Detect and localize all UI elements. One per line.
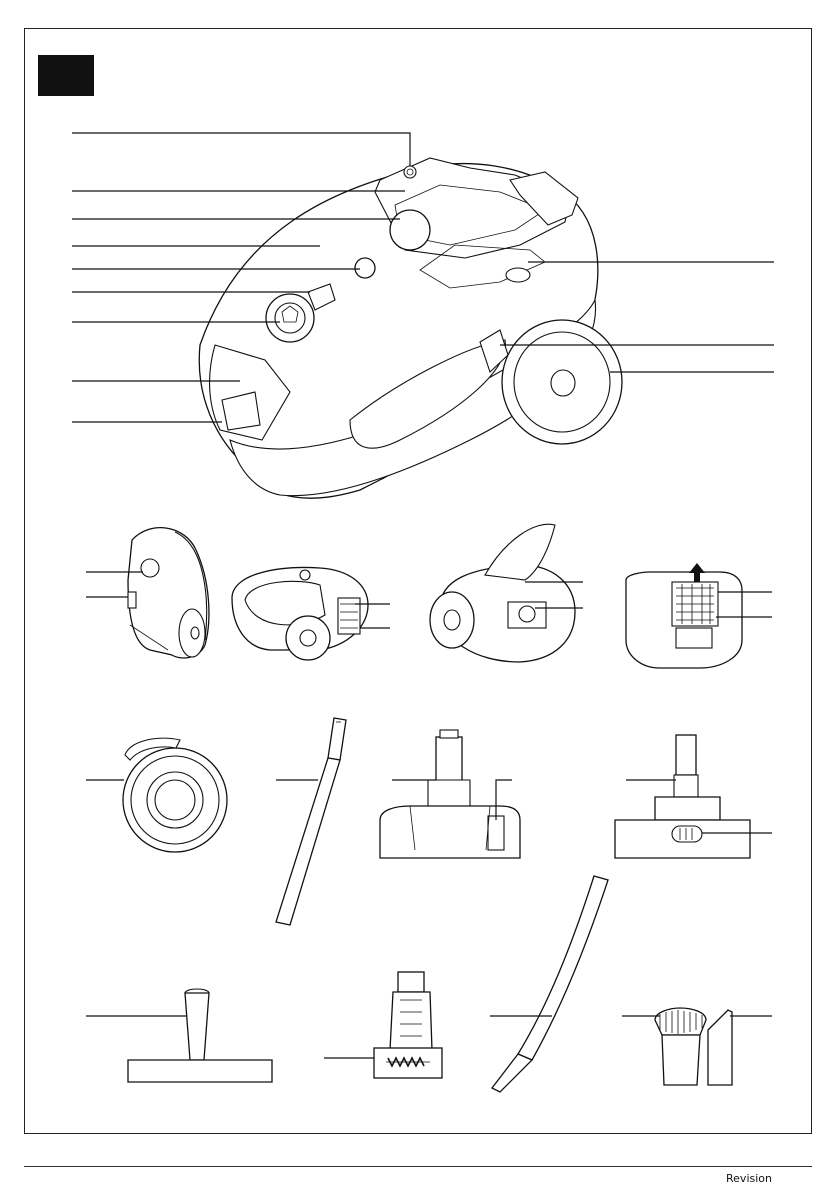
footer-rule xyxy=(24,1166,812,1167)
hose-accessory xyxy=(86,737,228,853)
main-callout-lines xyxy=(72,132,774,423)
telescopic-tube xyxy=(275,717,347,926)
rear-filter-view xyxy=(231,566,390,661)
vacuum-cleaner-main-drawing xyxy=(198,157,623,499)
open-lid-bag-view xyxy=(429,523,583,663)
floor-nozzle xyxy=(379,729,521,859)
figure-marker-block xyxy=(38,55,94,96)
turbo-brush xyxy=(324,971,443,1079)
footer-revision-label: Revision xyxy=(726,1172,772,1185)
page-frame xyxy=(24,28,812,1134)
turbo-floor-nozzle xyxy=(614,734,772,859)
crevice-hose-tool xyxy=(490,875,609,1093)
dusting-brush-and-crevice-tool xyxy=(622,1007,772,1086)
filter-removal-view xyxy=(625,563,772,669)
parquet-brush xyxy=(86,988,273,1083)
upright-parking-view xyxy=(86,527,210,659)
